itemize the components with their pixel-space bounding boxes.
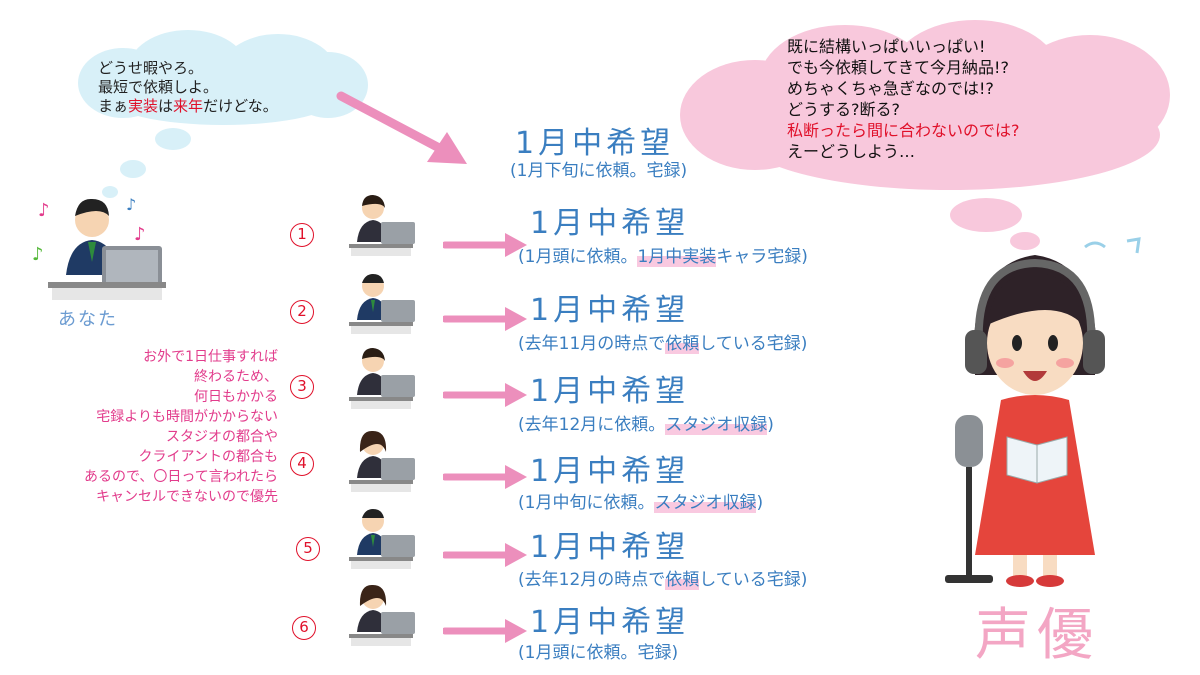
reason-line: 何日もかかる (194, 389, 278, 405)
reason-line: あるので、〇日って言われたら (83, 469, 278, 485)
voice-actor-thought-line: めちゃくちゃ急ぎなのでは!? (787, 79, 994, 98)
voice-actor-thought-line: 既に結構いっぱいいっぱい! (787, 37, 986, 56)
client-thought-line: 最短で依頼しよ。 (98, 78, 219, 96)
thought-emphasis: 来年 (173, 97, 204, 115)
row-number: 3 (290, 375, 314, 399)
row-subtitle-highlight: 1月中実装 (637, 247, 717, 267)
row-number: 6 (292, 616, 316, 640)
client-label: あなた (58, 309, 118, 330)
row-subtitle: (去年11月の時点で依頼している宅録) (518, 329, 807, 354)
row-subtitle-highlight: スタジオ収録 (665, 415, 768, 435)
reason-line: キャンセルできないので優先 (96, 489, 278, 505)
row-title: 1月中希望 (530, 605, 690, 640)
pink-arrow (443, 619, 527, 643)
row-subtitle-text: している宅録) (699, 334, 808, 354)
row-number: 2 (290, 300, 314, 324)
row-number: 5 (296, 537, 320, 561)
client-thought-dot (155, 128, 191, 150)
voice-actor-thought-line: どうする?断る? (787, 100, 900, 119)
row-number: 4 (290, 452, 314, 476)
voice-actor-label: 声優 (975, 603, 1099, 668)
row-subtitle: (1月中旬に依頼。スタジオ収録) (518, 488, 763, 513)
new-request-subtitle: (1月下旬に依頼。宅録) (510, 161, 688, 181)
row-title: 1月中希望 (530, 530, 690, 565)
thought-text: は (158, 97, 174, 115)
svg-text:♪: ♪ (126, 195, 136, 214)
svg-text:♪: ♪ (32, 244, 44, 265)
row-subtitle-text: (1月中旬に依頼。 (518, 493, 655, 513)
voice-actor-thought-line: えーどうしよう… (787, 142, 916, 161)
row-subtitle-text: (1月頭に依頼。宅録) (518, 643, 679, 663)
client-figure: ♪ ♪ ♪ ♪ (32, 195, 166, 300)
row-subtitle-text: ) (767, 415, 774, 435)
row-subtitle-text: (去年11月の時点で (518, 334, 666, 354)
row-subtitle-text: ) (756, 493, 764, 513)
pink-arrow (443, 465, 527, 489)
reason-line: お外で1日仕事すれば (143, 349, 278, 365)
row-subtitle-text: (去年12月の時点で (518, 570, 666, 590)
thought-emphasis: 実装 (128, 97, 159, 115)
thought-text: だけどな。 (203, 97, 278, 115)
new-request-title: 1月中希望 (515, 126, 675, 161)
voice-actor-thought-line: でも今依頼してきて今月納品!? (787, 58, 1009, 77)
client-at-laptop-icon (349, 584, 415, 646)
row-subtitle: (1月頭に依頼。宅録) (518, 638, 678, 663)
voice-actor-thought-cloud (680, 20, 1180, 190)
row-subtitle-highlight: 依頼 (665, 334, 700, 354)
client-at-laptop-icon (349, 509, 415, 569)
row-subtitle-text: キャラ宅録) (716, 247, 808, 267)
pink-arrow (443, 543, 527, 567)
reason-line: 終わるため、 (194, 369, 278, 385)
client-at-laptop-icon (349, 348, 415, 409)
voice-actor-thought-text: 既に結構いっぱいいっぱい! でも今依頼してきて今月納品!? めちゃくちゃ急ぎなの… (787, 36, 1020, 162)
client-at-laptop-icon (349, 430, 415, 492)
row-title: 1月中希望 (530, 374, 690, 409)
row-title: 1月中希望 (530, 293, 690, 328)
diagonal-arrow (336, 91, 467, 164)
voice-actor-thought-line: 私断ったら間に合わないのでは? (787, 121, 1020, 140)
row-subtitle-text: している宅録) (699, 570, 808, 590)
pink-arrow (443, 233, 527, 257)
row-subtitle: (去年12月の時点で依頼している宅録) (518, 565, 807, 590)
voice-actor-thought-dot (950, 198, 1022, 232)
client-thought-line: どうせ暇やろ。 (98, 59, 204, 77)
client-at-laptop-icon (349, 274, 415, 334)
voice-actor-thought-dot (1010, 232, 1040, 250)
row-subtitle: (去年12月に依頼。スタジオ収録) (518, 410, 774, 435)
client-thought-cloud (78, 30, 368, 125)
reason-line: クライアントの都合も (138, 449, 278, 465)
svg-text:♪: ♪ (134, 224, 146, 245)
client-thought-line: まぁ実装は来年だけどな。 (98, 97, 278, 116)
priority-reason-note: お外で1日仕事すれば 終わるため、 何日もかかる 宅録よりも時間がかからない ス… (6, 347, 278, 507)
reason-line: 宅録よりも時間がかからない (96, 409, 278, 425)
svg-text:♪: ♪ (38, 200, 50, 221)
client-at-laptop-icon (349, 195, 415, 256)
reason-line: スタジオの都合や (166, 429, 278, 445)
row-subtitle: (1月頭に依頼。1月中実装キャラ宅録) (518, 242, 808, 267)
pink-arrow (443, 307, 527, 331)
row-subtitle-text: (1月頭に依頼。 (518, 247, 638, 267)
voice-actor-figure (945, 237, 1141, 587)
client-thought-dot (120, 160, 146, 178)
row-number: 1 (290, 223, 314, 247)
thought-text: まぁ (98, 97, 129, 115)
pink-arrow (443, 383, 527, 407)
client-thought-dot (102, 186, 118, 198)
client-thought-text: どうせ暇やろ。最短で依頼しよ。まぁ実装は来年だけどな。 (98, 40, 278, 135)
row-title: 1月中希望 (530, 454, 690, 489)
row-subtitle-highlight: 依頼 (665, 570, 700, 590)
row-title: 1月中希望 (530, 206, 690, 241)
row-subtitle-highlight: スタジオ収録 (654, 493, 757, 513)
row-subtitle-text: (去年12月に依頼。 (518, 415, 666, 435)
